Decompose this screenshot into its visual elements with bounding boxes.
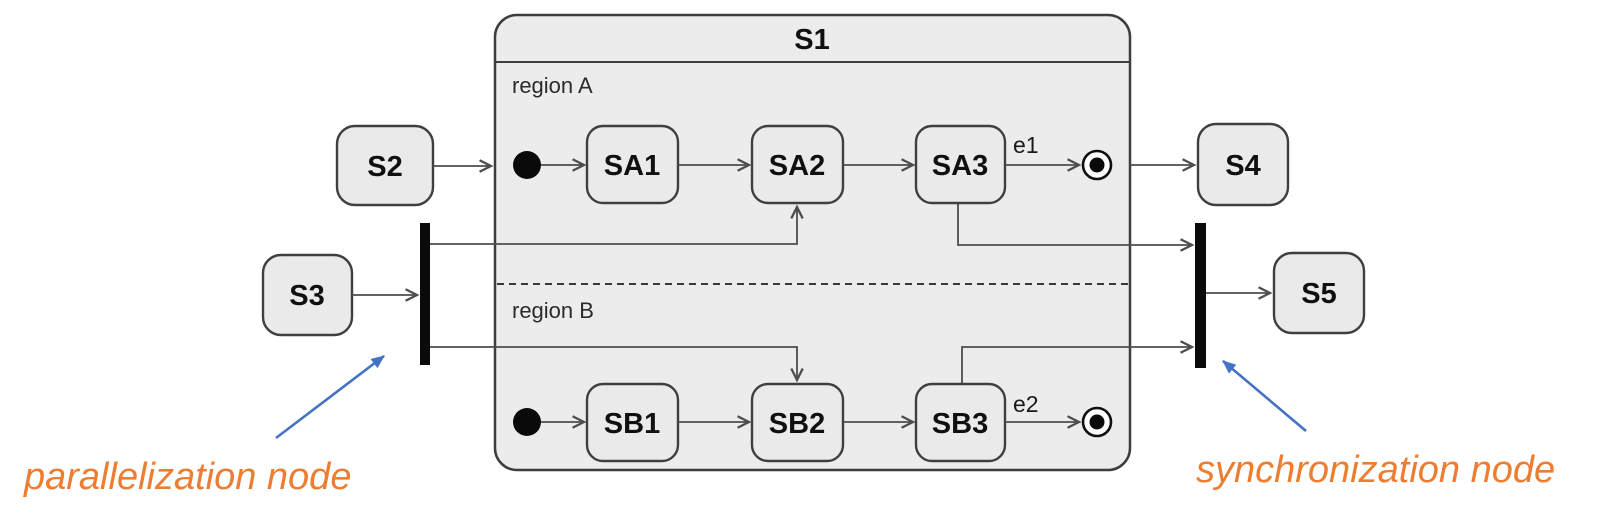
state-sa3-label: SA3: [932, 150, 988, 182]
initial-state-region-b: [513, 408, 541, 436]
region-b-label: region B: [512, 298, 594, 323]
state-sb2-label: SB2: [769, 408, 825, 440]
transition-sa3-to-join: [957, 203, 1192, 245]
annotation-arrow-synchronization: [1222, 360, 1307, 432]
state-sa1: SA1: [585, 124, 680, 205]
state-sa2: SA2: [750, 124, 845, 205]
final-state-b-dot: [1089, 414, 1105, 430]
parallelization-fork-bar: [420, 223, 430, 365]
transition-fork-to-sa2: [430, 207, 797, 245]
region-a-label: region A: [512, 73, 593, 98]
annotation-arrow-parallelization: [275, 354, 385, 440]
state-sb1: SB1: [585, 382, 680, 463]
state-s5: S5: [1272, 251, 1366, 335]
annotation-parallelization-node: parallelization node: [23, 456, 351, 498]
state-s5-label: S5: [1301, 278, 1336, 310]
state-sb1-label: SB1: [604, 408, 660, 440]
transition-fork-to-sb2: [430, 346, 797, 380]
state-s2: S2: [335, 124, 435, 207]
state-s4-label: S4: [1225, 150, 1260, 182]
state-sa1-label: SA1: [604, 150, 660, 182]
event-e1-label: e1: [1013, 132, 1039, 158]
final-state-a-dot: [1089, 157, 1105, 173]
state-sa2-label: SA2: [769, 150, 825, 182]
final-state-region-b: [1081, 406, 1113, 438]
initial-state-region-a: [513, 151, 541, 179]
transition-sb3-to-join: [961, 347, 1192, 384]
annotation-synchronization-node: synchronization node: [1196, 449, 1555, 491]
state-s4-body: [1196, 122, 1290, 207]
synchronization-join-bar: [1195, 223, 1206, 368]
state-s3-label: S3: [289, 280, 324, 312]
state-s4: S4: [1196, 122, 1290, 207]
event-e2-label: e2: [1013, 391, 1039, 417]
state-s2-label: S2: [367, 151, 402, 183]
state-sa3: SA3: [914, 124, 1007, 205]
state-s3: S3: [261, 253, 354, 337]
final-state-region-a: [1081, 149, 1113, 181]
composite-state-title: S1: [794, 24, 829, 56]
state-sb3: SB3: [914, 382, 1007, 463]
state-sb3-label: SB3: [932, 408, 988, 440]
state-sb2: SB2: [750, 382, 845, 463]
state-s5-body: [1272, 251, 1366, 335]
